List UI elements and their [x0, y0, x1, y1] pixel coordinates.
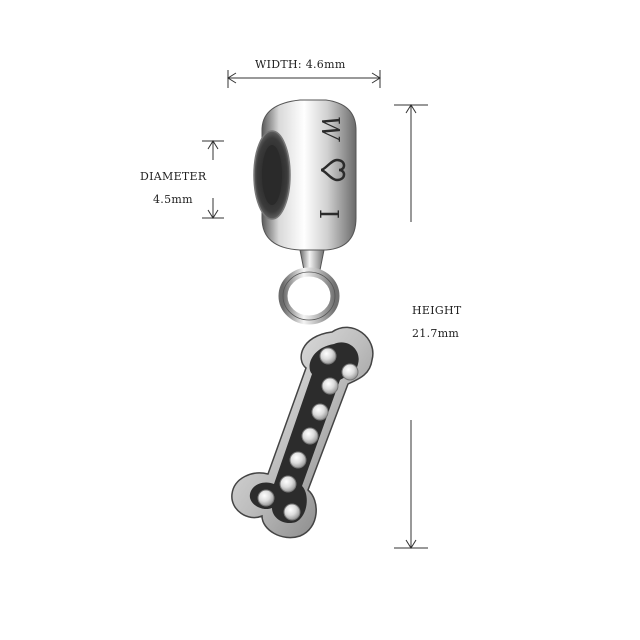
gem-stones [257, 347, 359, 521]
svg-text:W: W [316, 116, 344, 143]
bone [231, 326, 374, 539]
engraving: I W [313, 116, 346, 219]
width-label: WIDTH: 4.6mm [255, 58, 346, 71]
diameter-label: DIAMETER [140, 170, 207, 183]
height-label: HEIGHT [412, 304, 462, 317]
bail [278, 249, 340, 325]
diameter-value: 4.5mm [153, 193, 193, 206]
height-value: 21.7mm [412, 327, 460, 340]
bead: I W [253, 99, 357, 251]
svg-text:I: I [313, 209, 343, 219]
